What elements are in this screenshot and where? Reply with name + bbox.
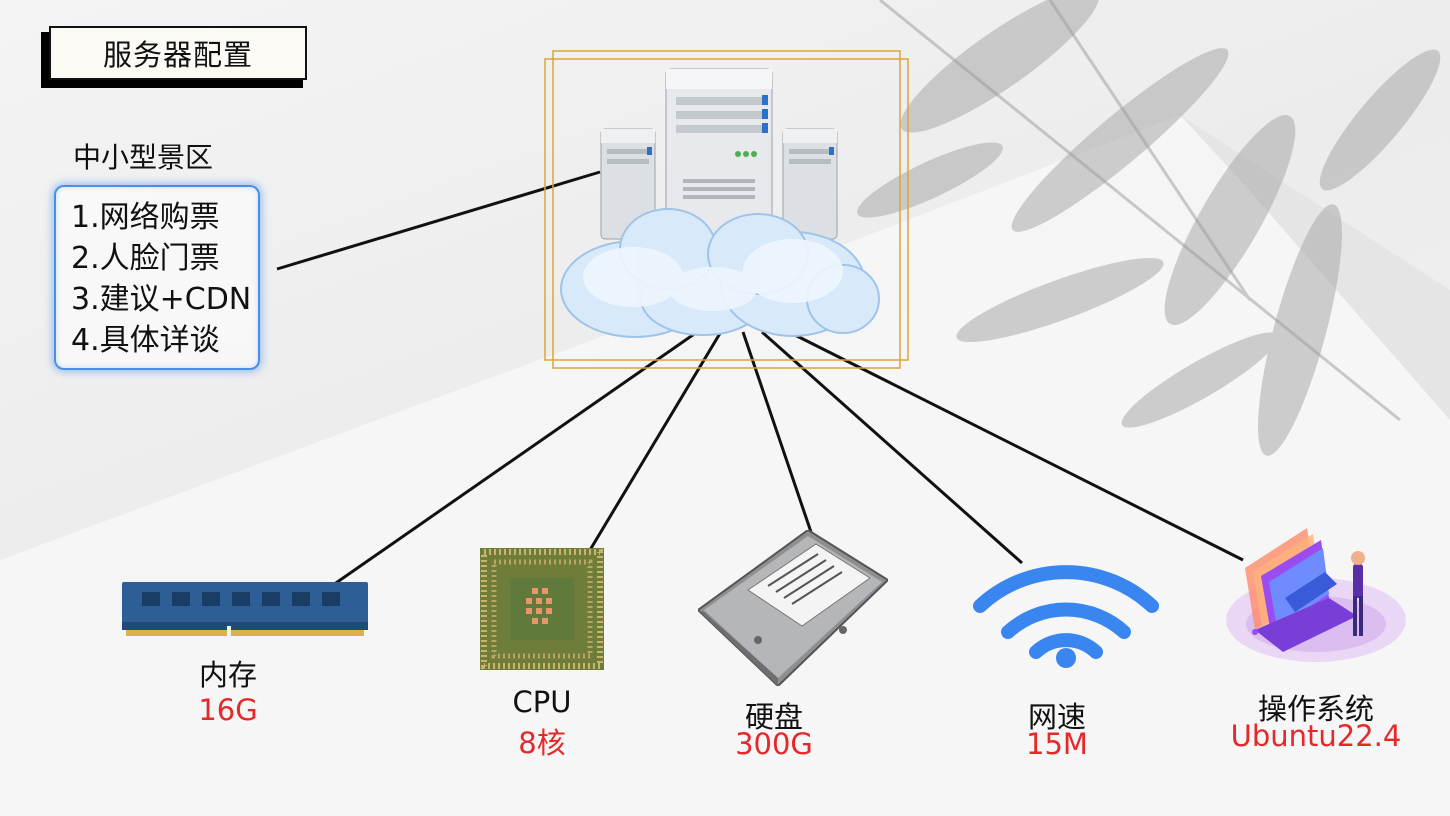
page-title: 服务器配置	[49, 26, 307, 80]
component-label: 操作系统	[1257, 692, 1374, 726]
link-server-cpu	[588, 329, 724, 551]
cloud-server-frame	[544, 50, 909, 369]
feature-item: 3.建议+CDN	[71, 282, 252, 317]
component-value: Ubuntu22.4	[1230, 719, 1402, 753]
component-value: 16G	[198, 693, 258, 727]
laptop-os-icon	[1226, 528, 1406, 662]
component-value: 8核	[518, 726, 566, 760]
cloud-server-icon	[560, 68, 880, 338]
component-label: 内存	[198, 658, 257, 692]
component-label: CPU	[512, 685, 572, 719]
link-server-wifi	[761, 330, 1023, 565]
component-label: 网速	[1027, 700, 1086, 734]
component-value: 300G	[735, 727, 813, 761]
component-label: 硬盘	[744, 700, 803, 734]
features-box: 1.网络购票 2.人脸门票 3.建议+CDN 4.具体详谈	[54, 185, 260, 370]
feature-item: 2.人脸门票	[71, 241, 220, 276]
feature-item: 4.具体详谈	[71, 323, 220, 358]
feature-item: 1.网络购票	[71, 200, 220, 235]
wifi-icon	[973, 565, 1159, 668]
hard-disk-icon	[698, 530, 888, 686]
scenic-type-label: 中小型景区	[73, 141, 214, 174]
link-features-server	[276, 170, 601, 271]
link-server-ram	[332, 328, 701, 587]
component-value: 15M	[1026, 727, 1088, 761]
link-server-disk	[741, 331, 814, 536]
ram-icon	[122, 582, 368, 638]
cpu-icon	[480, 548, 604, 670]
